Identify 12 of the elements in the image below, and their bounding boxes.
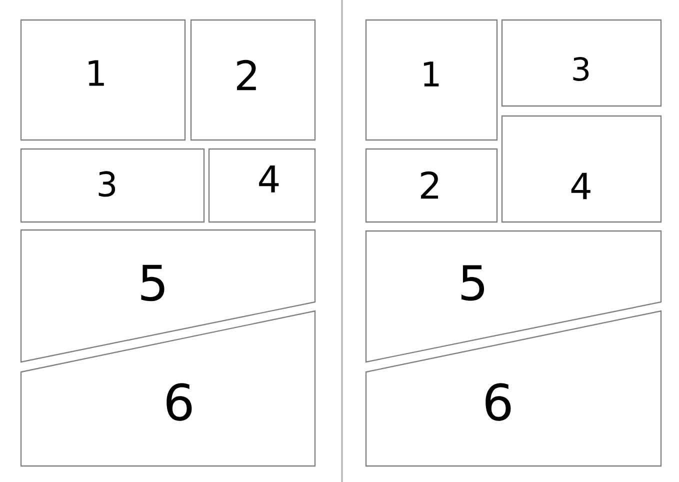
comic-panel: 4 [208,148,316,223]
comic-panel: 5 [365,230,662,363]
comic-panel: 4 [501,115,662,223]
comic-panel: 6 [365,310,662,467]
comic-panel: 3 [20,148,205,223]
comic-panel: 3 [501,19,662,107]
comic-panel: 2 [190,19,316,141]
comic-panel: 1 [365,19,498,141]
comic-panel: 6 [20,310,316,467]
comic-panel: 5 [20,229,316,363]
comic-panel: 2 [365,148,498,223]
comic-panel: 1 [20,19,186,141]
